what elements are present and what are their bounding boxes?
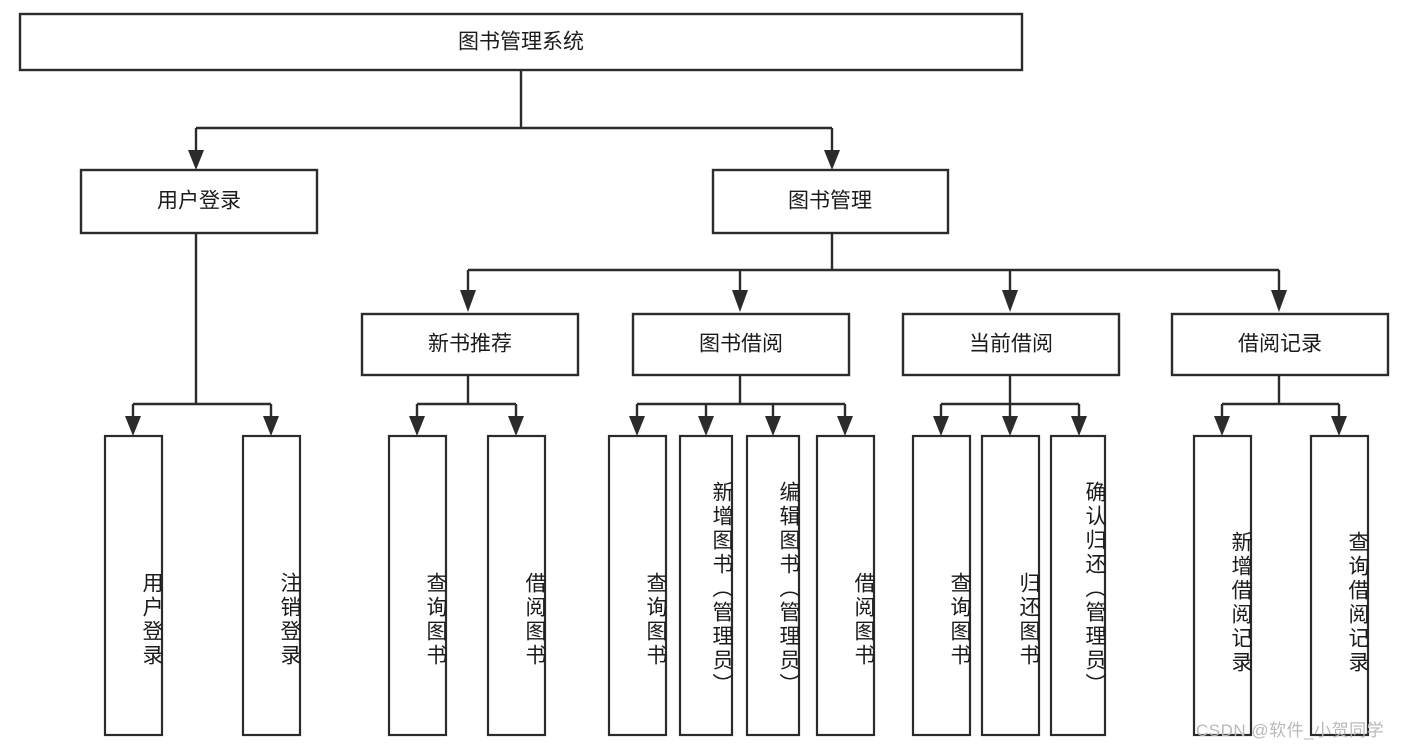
leaf-rect-confirm-return[interactable] xyxy=(1049,434,1107,737)
node-book-management[interactable]: 图书管理 xyxy=(711,168,950,235)
leaf-rect-add-record[interactable] xyxy=(1192,434,1253,737)
node-book-borrow-label: 图书借阅 xyxy=(699,333,783,356)
node-borrow-record[interactable]: 借阅记录 xyxy=(1170,312,1390,377)
leaf-rect-user-login[interactable] xyxy=(103,434,164,737)
node-current-borrow[interactable]: 当前借阅 xyxy=(901,312,1121,377)
connector-borrowrecord-to-leaves xyxy=(1214,375,1347,436)
node-current-borrow-label: 当前借阅 xyxy=(969,333,1053,356)
connector-currentborrow-to-leaves xyxy=(933,375,1087,436)
leaf-rect-edit-book[interactable] xyxy=(745,434,801,737)
node-user-login-label: 用户登录 xyxy=(157,190,241,213)
leaf-rect-query-record[interactable] xyxy=(1309,434,1370,737)
node-book-borrow[interactable]: 图书借阅 xyxy=(631,312,851,377)
leaf-rect-return-book[interactable] xyxy=(980,434,1041,737)
connector-newbook-to-leaves xyxy=(409,375,524,436)
node-new-book-recommend-label: 新书推荐 xyxy=(428,333,512,356)
node-borrow-record-label: 借阅记录 xyxy=(1238,333,1322,356)
leaf-rect-logout[interactable] xyxy=(241,434,302,737)
leaf-rect-query-book-2[interactable] xyxy=(607,434,668,737)
node-new-book-recommend[interactable]: 新书推荐 xyxy=(360,312,580,377)
node-root-system[interactable]: 图书管理系统 xyxy=(18,12,1024,72)
node-book-management-label: 图书管理 xyxy=(788,190,872,213)
csdn-watermark: CSDN @软件_小贺同学 xyxy=(1196,721,1385,740)
leaf-rects xyxy=(103,434,1370,737)
node-root-label: 图书管理系统 xyxy=(458,31,584,54)
leaf-rect-borrow-book-2[interactable] xyxy=(815,434,876,737)
connector-bookmgmt-to-level3 xyxy=(460,233,1287,312)
leaf-rect-borrow-book-1[interactable] xyxy=(486,434,547,737)
leaf-rect-query-book-3[interactable] xyxy=(911,434,972,737)
connector-root-to-level2 xyxy=(188,70,840,170)
connector-bookborrow-to-leaves xyxy=(629,375,853,436)
connector-userlogin-to-leaves xyxy=(125,233,279,436)
leaf-rect-query-book-1[interactable] xyxy=(387,434,448,737)
leaf-rect-add-book[interactable] xyxy=(678,434,734,737)
node-user-login[interactable]: 用户登录 xyxy=(79,168,319,235)
